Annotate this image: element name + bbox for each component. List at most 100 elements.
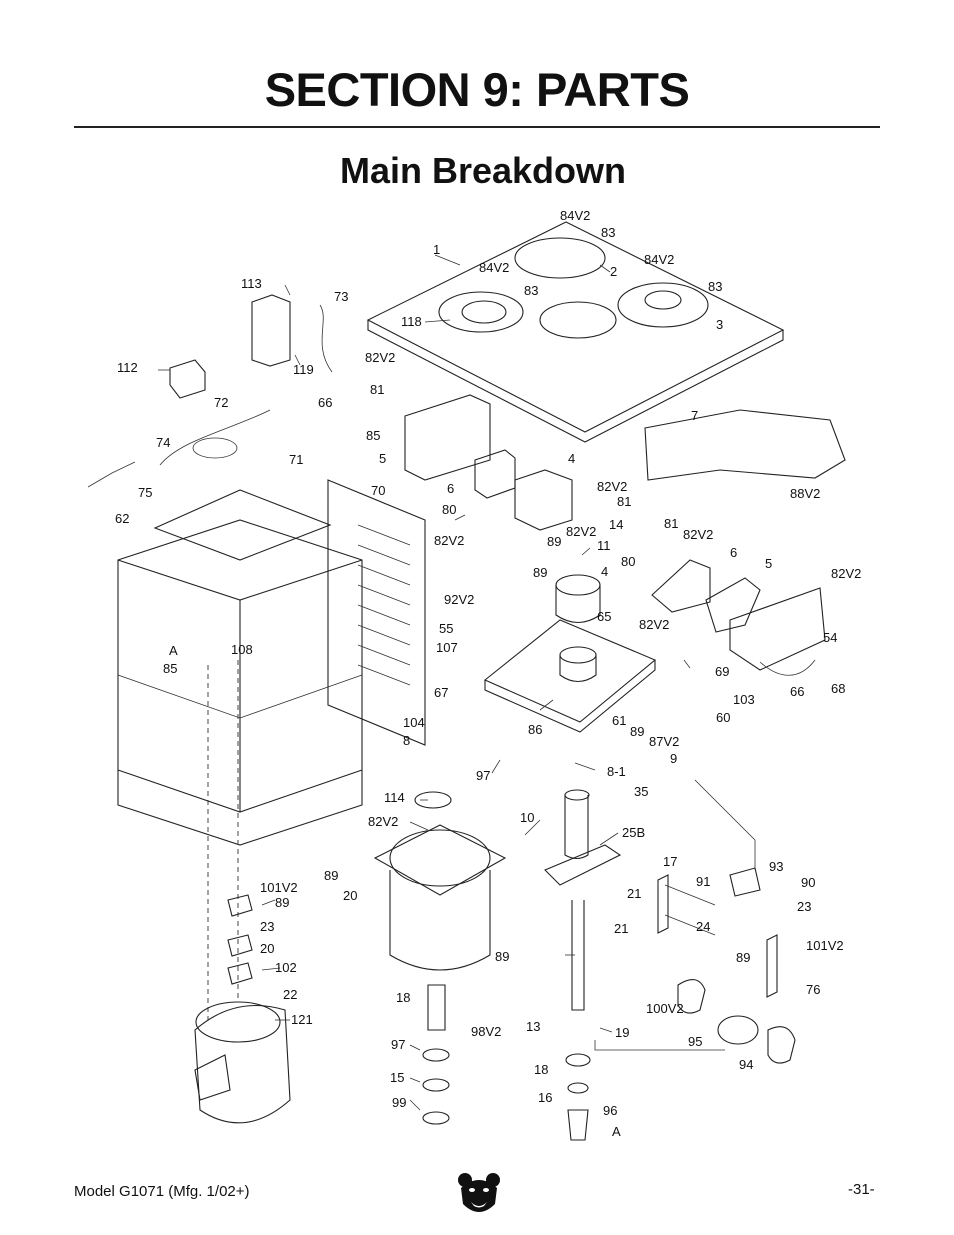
callout: 94 (739, 1057, 753, 1072)
callout: 83 (601, 225, 615, 240)
callout: A (169, 643, 178, 658)
callout: 92V2 (444, 592, 474, 607)
callout: 69 (715, 664, 729, 679)
callout: 102 (275, 960, 297, 975)
callout: 91 (696, 874, 710, 889)
callout: 24 (696, 919, 710, 934)
page-number: -31- (848, 1181, 875, 1198)
callout: 18 (396, 990, 410, 1005)
callout: 89 (275, 895, 289, 910)
callout: 6 (447, 481, 454, 496)
callout: 121 (291, 1012, 313, 1027)
callout: 101V2 (806, 938, 844, 953)
section-subtitle: Main Breakdown (339, 150, 627, 191)
callout: 95 (688, 1034, 702, 1049)
callout: 68 (831, 681, 845, 696)
callout: 82V2 (639, 617, 669, 632)
callout: 103 (733, 692, 755, 707)
callout: 17 (663, 854, 677, 869)
callout: 98V2 (471, 1024, 501, 1039)
callout: 8-1 (607, 764, 626, 779)
callout: 89 (736, 950, 750, 965)
callout: 86 (528, 722, 542, 737)
callout: 54 (823, 630, 837, 645)
callout: 101V2 (260, 880, 298, 895)
callout: 23 (797, 899, 811, 914)
callout: 89 (547, 534, 561, 549)
callout: 80 (621, 554, 635, 569)
callout: 55 (439, 621, 453, 636)
callout: 88V2 (790, 486, 820, 501)
callout: 35 (634, 784, 648, 799)
callout-labels: 84V2 83 1 2 84V2 83 84V2 83 3 113 73 118… (115, 208, 861, 1139)
callout: 25B (622, 825, 645, 840)
grizzly-bear-logo (458, 1173, 500, 1212)
callout: 113 (241, 276, 262, 291)
callout: 20 (260, 941, 274, 956)
callout: 22 (283, 987, 297, 1002)
callout: 60 (716, 710, 730, 725)
callout: 9 (670, 751, 677, 766)
callout: 5 (765, 556, 772, 571)
callout: 18 (534, 1062, 548, 1077)
callout: 81 (617, 494, 631, 509)
callout: 1 (433, 242, 440, 257)
callout: 16 (538, 1090, 552, 1105)
callout: 66 (790, 684, 804, 699)
callout: 82V2 (566, 524, 596, 539)
callout: 15 (390, 1070, 404, 1085)
callout: 93 (769, 859, 783, 874)
callout: 19 (615, 1025, 629, 1040)
title-rule (74, 126, 880, 128)
callout: 3 (716, 317, 723, 332)
callout: 14 (609, 517, 623, 532)
callout: 67 (434, 685, 448, 700)
callout: 96 (603, 1103, 617, 1118)
callout: 84V2 (560, 208, 590, 223)
callout: 89 (324, 868, 338, 883)
callout: 114 (384, 790, 405, 805)
callout: 99 (392, 1095, 406, 1110)
callout: 87V2 (649, 734, 679, 749)
callout: 7 (691, 408, 698, 423)
callout: 89 (533, 565, 547, 580)
callout: 119 (293, 362, 314, 377)
callout: 82V2 (683, 527, 713, 542)
callout: 89 (495, 949, 509, 964)
callout: 71 (289, 452, 303, 467)
callout: 83 (524, 283, 538, 298)
callout: 82V2 (597, 479, 627, 494)
callout: 8 (403, 733, 410, 748)
callout: 65 (597, 609, 611, 624)
callout: 84V2 (644, 252, 674, 267)
callout: 74 (156, 435, 170, 450)
callout: 75 (138, 485, 152, 500)
callout: 82V2 (368, 814, 398, 829)
callout: 73 (334, 289, 348, 304)
callout: 76 (806, 982, 820, 997)
callout: 11 (597, 538, 611, 553)
callout: 21 (627, 886, 641, 901)
callout: 23 (260, 919, 274, 934)
callout: 108 (231, 642, 253, 657)
section-title: SECTION 9: PARTS (264, 63, 690, 116)
callout: 72 (214, 395, 228, 410)
callout: 2 (610, 264, 617, 279)
callout: 81 (664, 516, 678, 531)
callout: 66 (318, 395, 332, 410)
callout: 20 (343, 888, 357, 903)
callout: 5 (379, 451, 386, 466)
callout: 97 (391, 1037, 405, 1052)
callout: 89 (630, 724, 644, 739)
callout: 118 (401, 314, 422, 329)
callout: A (612, 1124, 621, 1139)
callout: 107 (436, 640, 458, 655)
callout: 4 (601, 564, 608, 579)
callout: 82V2 (365, 350, 395, 365)
callout: 81 (370, 382, 384, 397)
callout: 6 (730, 545, 737, 560)
callout: 85 (366, 428, 380, 443)
footer-model: Model G1071 (Mfg. 1/02+) (74, 1183, 250, 1200)
callout: 13 (526, 1019, 540, 1034)
